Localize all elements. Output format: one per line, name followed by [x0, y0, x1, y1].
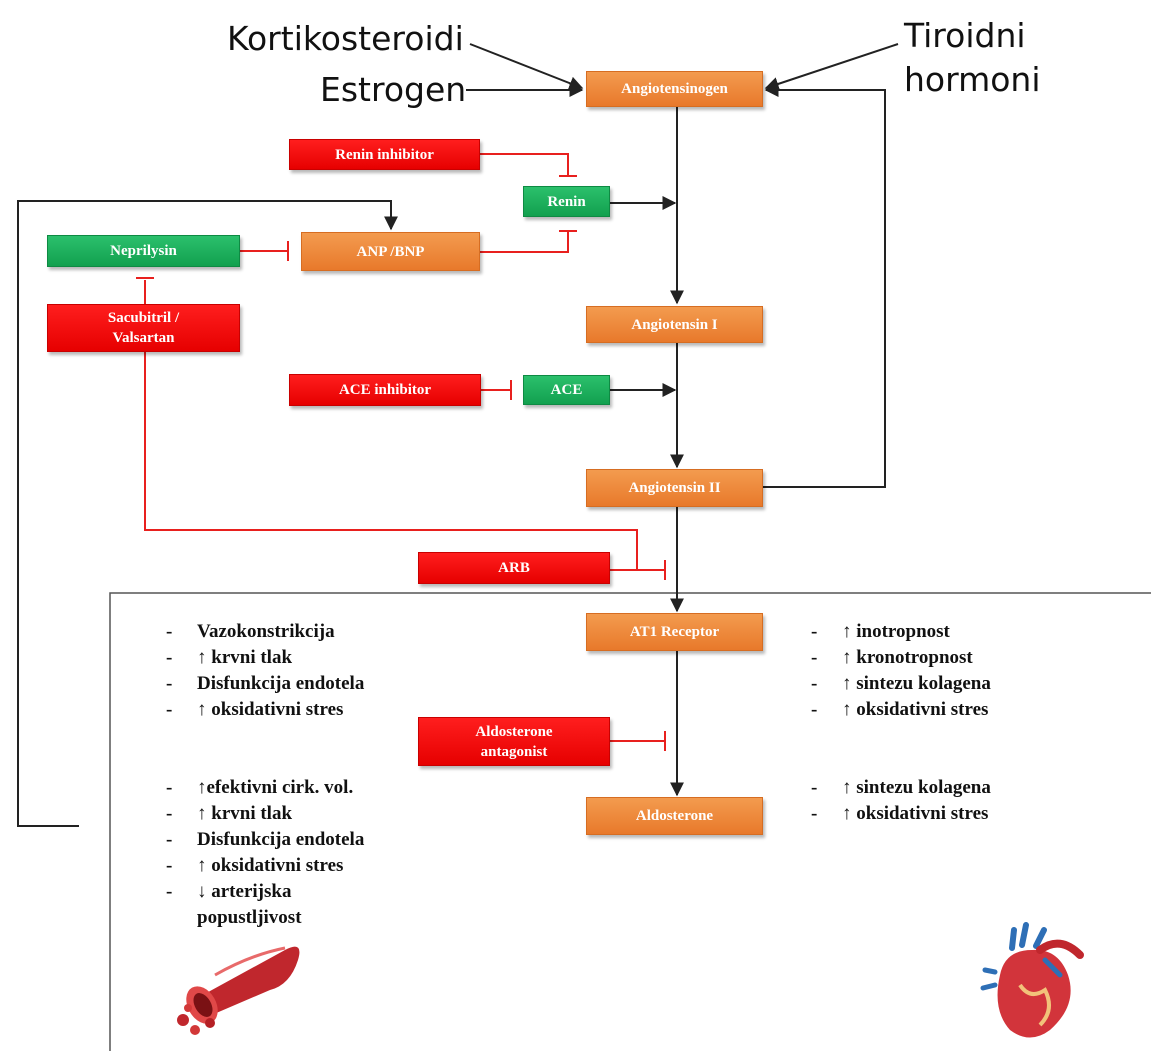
list-item: -↑efektivni cirk. vol.: [166, 777, 354, 798]
list-item: -↓ arterijska: [166, 881, 292, 902]
tiroidni-label-line2: hormoni: [904, 60, 1041, 99]
kortikosteroidi-label: Kortikosteroidi: [227, 19, 464, 58]
list-item: -↑ sintezu kolagena: [811, 673, 991, 694]
list-item: -↑ oksidativni stres: [811, 699, 989, 720]
blood-vessel-icon: [177, 946, 300, 1035]
sacubitril-line2: Valsartan: [112, 330, 175, 346]
list-item: -↑ kronotropnost: [811, 647, 973, 668]
estrogen-label: Estrogen: [320, 70, 467, 109]
ace-inhibitor-box: ACE inhibitor: [289, 374, 481, 406]
aldosterone-antagonist-box: Aldosterone antagonist: [418, 717, 610, 766]
cardiac-at1-effects-list: -↑ inotropnost -↑ kronotropnost -↑ sinte…: [811, 619, 991, 723]
cardiac-aldosterone-effects-list: -↑ sintezu kolagena -↑ oksidativni stres: [811, 775, 991, 827]
ace-box: ACE: [523, 375, 610, 405]
list-item: -Vazokonstrikcija: [166, 621, 335, 642]
aldosterone-antagonist-line2: antagonist: [480, 743, 548, 760]
renin-inhibitor-line: [480, 153, 569, 176]
list-item: -↑ krvni tlak: [166, 647, 293, 668]
anp-bnp-box: ANP /BNP: [301, 232, 480, 271]
list-item: popustljivost: [197, 907, 302, 928]
heart-icon: [980, 922, 1084, 1038]
list-item: -↑ sintezu kolagena: [811, 777, 991, 798]
tiroidni-arrow: [764, 43, 899, 91]
anp-to-renin-line: [480, 231, 569, 253]
at1-receptor-box: AT1 Receptor: [586, 613, 763, 651]
kortikosteroidi-arrow: [469, 43, 584, 90]
renin-box: Renin: [523, 186, 610, 217]
vascular-aldosterone-effects-list: -↑efektivni cirk. vol. -↑ krvni tlak -Di…: [166, 775, 364, 931]
arb-box: ARB: [418, 552, 610, 584]
angiotensin-ii-box: Angiotensin II: [586, 469, 763, 507]
list-item: -↑ oksidativni stres: [166, 699, 344, 720]
neprilysin-box: Neprilysin: [47, 235, 240, 267]
angiotensinogen-box: Angiotensinogen: [586, 71, 763, 107]
angiotensin-i-box: Angiotensin I: [586, 306, 763, 343]
vascular-effects-to-anp-arrow: [17, 200, 398, 827]
angiotensin-ii-feedback-line: [763, 83, 886, 488]
aldosterone-antagonist-line1: Aldosterone: [475, 723, 553, 740]
list-item: -Disfunkcija endotela: [166, 673, 365, 694]
vascular-at1-effects-list: -Vazokonstrikcija -↑ krvni tlak -Disfunk…: [166, 619, 364, 723]
list-item: -Disfunkcija endotela: [166, 829, 365, 850]
list-item: -↑ oksidativni stres: [811, 803, 989, 824]
tiroidni-label-line1: Tiroidni: [904, 16, 1026, 55]
list-item: -↑ krvni tlak: [166, 803, 293, 824]
sacubitril-line1: Sacubitril /: [107, 310, 180, 326]
list-item: -↑ inotropnost: [811, 621, 950, 642]
effects-panel-border: [109, 592, 1151, 1051]
aldosterone-box: Aldosterone: [586, 797, 763, 835]
sacubitril-valsartan-box: Sacubitril / Valsartan: [47, 304, 240, 352]
renin-inhibitor-box: Renin inhibitor: [289, 139, 480, 170]
list-item: -↑ oksidativni stres: [166, 855, 344, 876]
